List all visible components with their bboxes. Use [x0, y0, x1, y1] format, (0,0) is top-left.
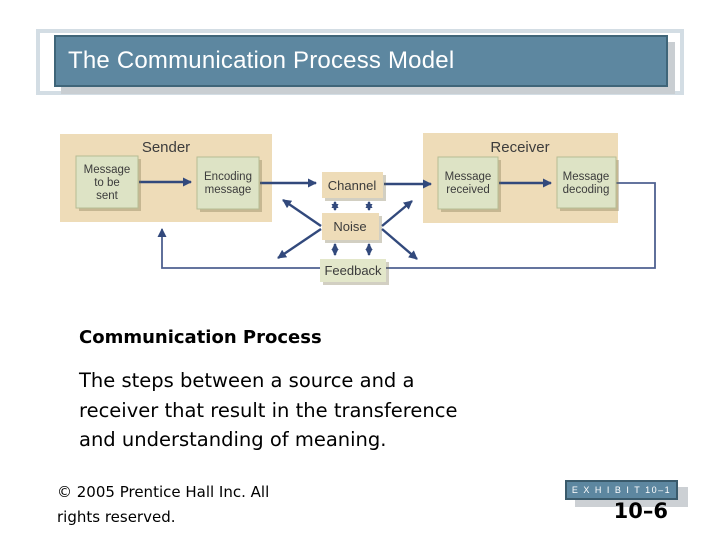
- copyright-line: © 2005 Prentice Hall Inc. All: [57, 483, 270, 501]
- message-decoding-box: Message decoding: [556, 156, 619, 211]
- box: [322, 172, 383, 198]
- box-label-line: Message: [84, 164, 131, 176]
- box: [556, 156, 617, 209]
- feedback-loop-arrow: [157, 182, 656, 269]
- receiver-label: Receiver: [490, 139, 549, 156]
- copyright-notice: © 2005 Prentice Hall Inc. All rights res…: [57, 480, 269, 529]
- definition-line: receiver that result in the transference: [79, 398, 458, 422]
- channel-label: Channel: [328, 178, 377, 193]
- feedback-label: Feedback: [324, 263, 382, 278]
- arrow-noise-to-feedback-left: [277, 228, 322, 259]
- box: [322, 213, 379, 240]
- box-label-line: to be: [94, 177, 120, 189]
- communication-process-diagram: Sender Receiver Message to be sent: [60, 133, 656, 285]
- box-label-line: message: [205, 184, 252, 196]
- copyright-line: rights reserved.: [57, 507, 176, 526]
- definition-line: The steps between a source and a: [79, 369, 415, 392]
- box-label-line: Message: [563, 171, 610, 183]
- box-label-line: Message: [445, 171, 492, 183]
- definition-text: The steps between a source and a receive…: [79, 366, 457, 455]
- sender-label: Sender: [142, 139, 190, 156]
- box: [320, 259, 386, 282]
- channel-box: Channel: [322, 172, 386, 201]
- message-received-box: Message received: [437, 156, 501, 212]
- box-label-line: sent: [96, 190, 119, 202]
- message-to-be-sent-box: Message to be sent: [75, 155, 141, 211]
- box: [75, 155, 139, 209]
- box-label-line: Encoding: [204, 171, 252, 183]
- slide-title: The Communication Process Model: [68, 47, 455, 74]
- box-label-line: received: [446, 184, 489, 196]
- slide-title-bar: The Communication Process Model: [54, 35, 668, 87]
- exhibit-label: E X H I B I T 10–1: [571, 485, 672, 495]
- feedback-box: Feedback: [320, 259, 389, 285]
- noise-box: Noise: [322, 213, 382, 243]
- arrow-noise-to-encoding: [282, 199, 322, 227]
- box: [437, 156, 499, 210]
- exhibit-badge: E X H I B I T 10–1: [565, 480, 678, 500]
- arrow-noise-to-received: [381, 200, 413, 227]
- box-label-line: decoding: [563, 184, 610, 196]
- box: [196, 156, 260, 210]
- encoding-message-box: Encoding message: [196, 156, 262, 212]
- page-number: 10–6: [613, 499, 668, 523]
- noise-label: Noise: [333, 219, 366, 234]
- arrow-noise-to-feedback-right: [381, 228, 418, 260]
- definition-line: and understanding of meaning.: [79, 428, 387, 451]
- section-heading: Communication Process: [79, 327, 322, 348]
